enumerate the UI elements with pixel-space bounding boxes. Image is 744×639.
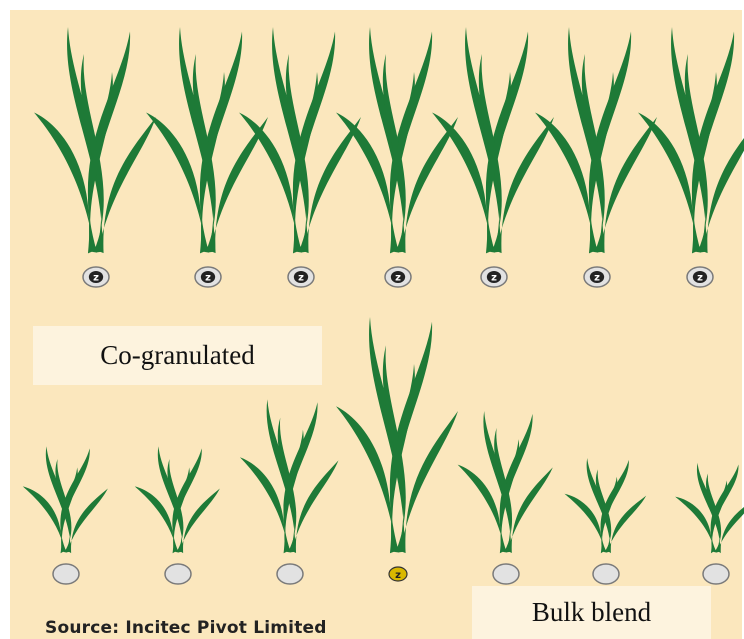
zinc-granule-icon: z [584,267,610,287]
zinc-granule-icon: z [385,267,411,287]
svg-text:z: z [395,570,401,581]
co-granulated-label: Co-granulated [33,326,322,385]
svg-text:z: z [594,273,600,284]
fertiliser-granule-icon [593,564,619,584]
zinc-granule-icon: z [481,267,507,287]
zinc-granule-icon: z [83,267,109,287]
plant-bulk-4 [336,317,458,553]
zinc-granule-icon: z [288,267,314,287]
plant-bulk-6 [564,458,646,553]
plant-bulk-7 [675,463,744,554]
fertiliser-granule-icon [493,564,519,584]
plant-bulk-1 [23,446,108,553]
plant-bulk-3 [240,399,339,553]
svg-text:z: z [395,273,401,284]
zinc-granule-icon: z [687,267,713,287]
plant-co-5 [432,27,554,253]
fertiliser-granule-icon [53,564,79,584]
plant-co-2 [146,27,268,253]
plant-bulk-2 [135,446,220,553]
svg-text:z: z [298,273,304,284]
fertiliser-granule-icon [277,564,303,584]
fertiliser-granule-icon [703,564,729,584]
zinc-granule-icon: z [389,567,407,581]
plant-co-4 [336,27,458,253]
svg-text:z: z [205,273,211,284]
svg-text:z: z [697,273,703,284]
plant-co-1 [34,27,156,253]
plant-bulk-5 [458,411,553,553]
bulk-blend-label: Bulk blend [472,586,711,639]
source-caption: Source: Incitec Pivot Limited [45,618,327,638]
zinc-granule-icon: z [195,267,221,287]
fertiliser-granule-icon [165,564,191,584]
plant-co-7 [638,27,744,253]
plant-co-6 [535,27,657,253]
svg-text:z: z [93,273,99,284]
svg-text:z: z [491,273,497,284]
